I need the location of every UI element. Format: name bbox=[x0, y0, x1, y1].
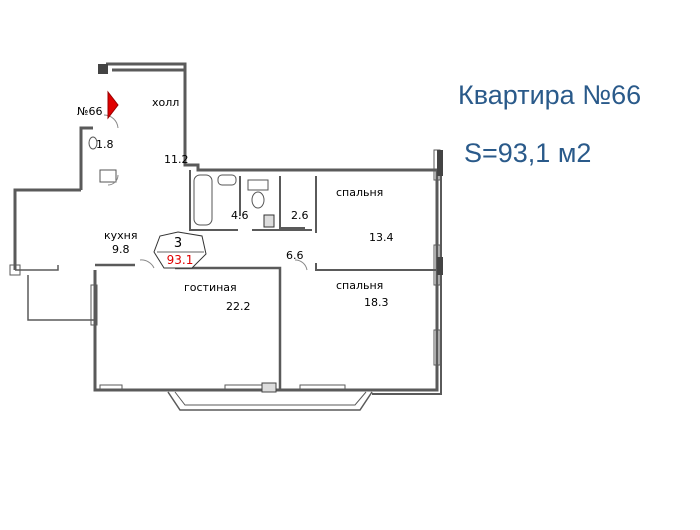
room-area-toilet: 2.6 bbox=[291, 209, 309, 222]
room-area-living: 22.2 bbox=[226, 300, 251, 313]
room-label-living: гостиная bbox=[184, 281, 237, 294]
entrance-marker-icon bbox=[107, 90, 119, 120]
room-area-hall: 11.2 bbox=[164, 153, 189, 166]
room-label-bedroom1: спальня bbox=[336, 186, 383, 199]
room-area-bedroom2: 18.3 bbox=[364, 296, 389, 309]
room-area-bedroom1: 13.4 bbox=[369, 231, 394, 244]
room-label-kitchen: кухня bbox=[104, 229, 137, 242]
apartment-area: S=93,1 м2 bbox=[464, 138, 592, 168]
room-label-bedroom2: спальня bbox=[336, 279, 383, 292]
room-label-hall: холл bbox=[152, 96, 179, 109]
badge-total: 93.1 bbox=[167, 253, 194, 267]
page-title: Квартира №66 bbox=[458, 80, 642, 110]
apartment-tag: №66 bbox=[77, 105, 102, 118]
room-area-wc: 1.8 bbox=[96, 138, 114, 151]
apartment-badge: 3 93.1 bbox=[153, 231, 207, 269]
room-area-kitchen: 9.8 bbox=[112, 243, 130, 256]
room-area-bath: 4.6 bbox=[231, 209, 249, 222]
room-area-corridor: 6.6 bbox=[286, 249, 304, 262]
badge-rooms: 3 bbox=[174, 236, 182, 251]
